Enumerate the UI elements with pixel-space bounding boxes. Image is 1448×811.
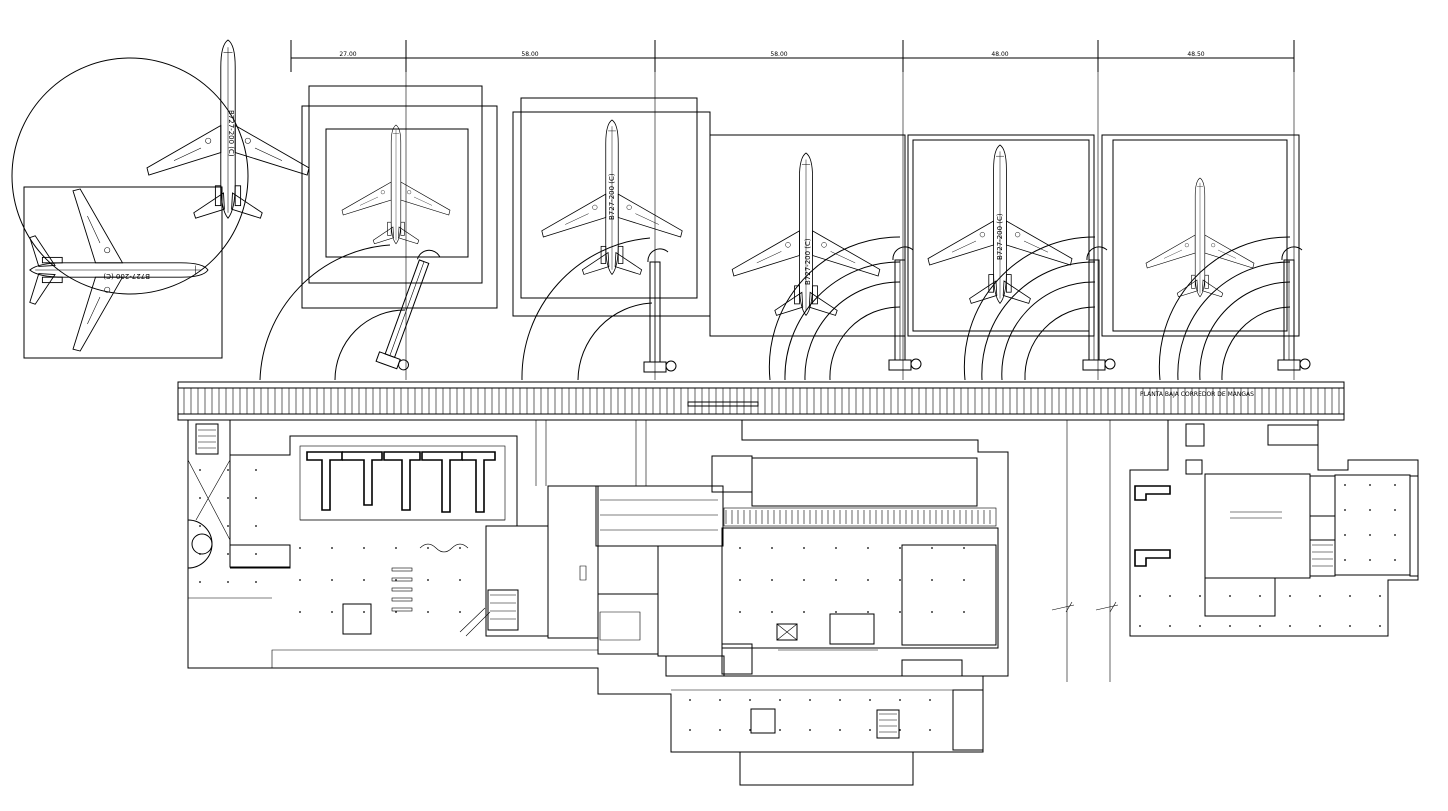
gate-stand-1 [259, 85, 498, 381]
dimension-label: 58.00 [521, 51, 538, 58]
jet-bridge-icon [1082, 246, 1116, 371]
gate-stand-2: B727-200 (C) [512, 97, 711, 381]
turning-circle-study: B727-200 (C) B727-200 (C) [11, 39, 310, 359]
jet-bridge-icon [375, 245, 449, 373]
concourse-label: PLANTA BAJA CORREDOR DE MANGAS [1140, 391, 1254, 398]
jet-bridge-icon [643, 248, 677, 373]
jet-bridge-icon [1277, 246, 1311, 371]
dimension-label: 58.00 [770, 51, 787, 58]
gate-stand-4: B727-200 (C) [907, 134, 1096, 381]
dimension-label: 27.00 [339, 51, 356, 58]
aircraft-label: B727-200 (C) [103, 272, 150, 280]
dimension-label: 48.50 [1187, 51, 1204, 58]
aircraft-icon [341, 124, 451, 245]
aircraft-label: B727-200 (C) [608, 173, 616, 220]
aircraft-icon [731, 152, 881, 316]
aircraft-label: B727-200 (C) [996, 213, 1004, 260]
dimension-label: 48.00 [991, 51, 1008, 58]
aircraft-icon [1145, 177, 1255, 298]
jet-bridge-icon [888, 246, 922, 371]
main-terminal [187, 419, 1119, 786]
boarding-corridor: PLANTA BAJA CORREDOR DE MANGAS [177, 381, 1345, 421]
gate-stand-5 [1101, 134, 1300, 381]
baggage-carousels [306, 451, 496, 513]
secondary-terminal [1129, 420, 1419, 637]
dimension-line: 27.00 58.00 58.00 48.00 48.50 [290, 40, 1295, 380]
spiral-stair-icon [191, 533, 213, 555]
aircraft-label: B727-200 (C) [804, 238, 812, 285]
aircraft-label: B727-200 (C) [227, 110, 235, 157]
aircraft-icon [29, 188, 209, 352]
gate-stand-3: B727-200 (C) [709, 134, 906, 381]
